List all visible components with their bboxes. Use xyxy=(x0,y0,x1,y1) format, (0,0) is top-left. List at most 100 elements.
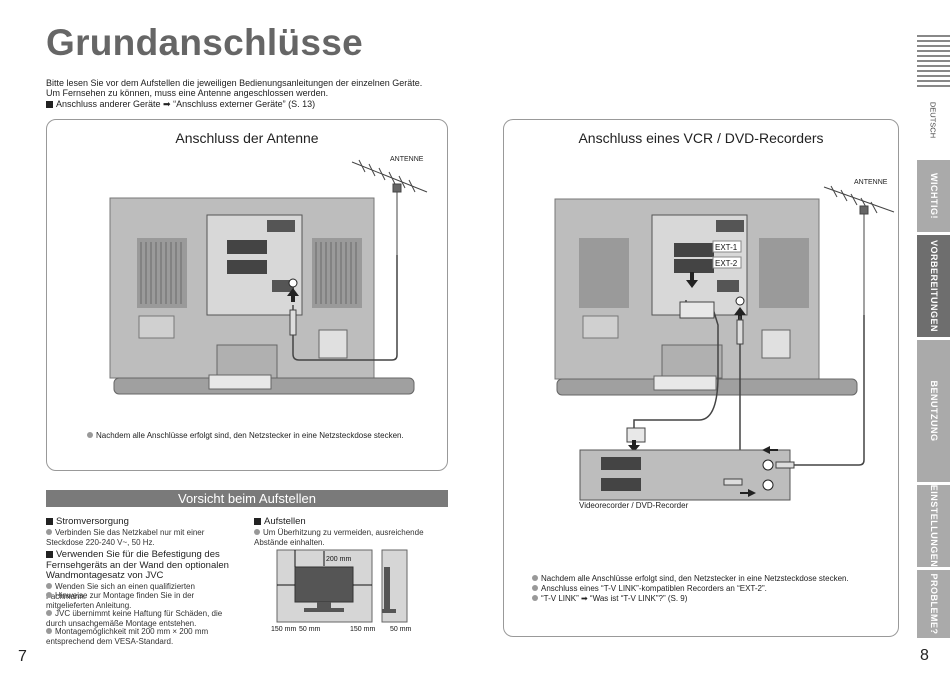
arrow-down-icon xyxy=(628,440,640,452)
mount-item-4-text: Montagemöglichkeit mit 200 mm × 200 mm e… xyxy=(46,627,209,646)
page-number-left: 7 xyxy=(18,648,27,665)
antenna-note-text: Nachdem alle Anschlüsse erfolgt sind, de… xyxy=(96,431,404,440)
vcr-panel-title: Anschluss eines VCR / DVD-Recorders xyxy=(578,130,824,146)
dim-right-1: 150 mm xyxy=(350,626,375,633)
vcr-note-1-text: Nachdem alle Anschlüsse erfolgt sind, de… xyxy=(541,574,849,583)
bullet-icon xyxy=(46,592,52,598)
tv-back-icon xyxy=(109,197,415,395)
ext2-label-box xyxy=(712,256,742,269)
tab-vorbereitungen[interactable]: VORBEREITUNGEN xyxy=(917,235,950,337)
tv-side-icon xyxy=(384,567,390,609)
power-item: Verbinden Sie das Netzkabel nur mit eine… xyxy=(46,528,226,547)
antenna-to-recorder-cable xyxy=(794,315,865,466)
mount-item-2-text: Hinweise zur Montage finden Sie in der m… xyxy=(46,591,195,610)
tab-wichtig-label: WICHTIG! xyxy=(928,173,939,219)
coax-plug-icon xyxy=(723,478,743,486)
antenna-plug-icon xyxy=(289,309,297,336)
intro-line-3: Anschluss anderer Geräte ➡ “Anschluss ex… xyxy=(46,99,315,110)
setup-heading-text: Aufstellen xyxy=(264,516,306,527)
tab-benutzung[interactable]: BENUTZUNG xyxy=(917,340,950,482)
tab-einstellungen[interactable]: EINSTELLUNGEN xyxy=(917,485,950,567)
bullet-icon xyxy=(532,575,538,581)
antenna-socket-icon xyxy=(288,278,298,288)
sidebar-tabs: WICHTIG! VORBEREITUNGEN BENUTZUNG EINSTE… xyxy=(917,160,950,638)
vcr-antenna-label: ANTENNE xyxy=(854,179,888,186)
tv-front-icon xyxy=(294,566,354,603)
bullet-icon xyxy=(254,529,260,535)
vcr-diagram: ANTENNE EXT-1 EXT-2 xyxy=(554,179,895,501)
ext1-label-box xyxy=(712,240,742,253)
arrow-left-icon xyxy=(762,446,778,454)
bullet-icon xyxy=(87,432,93,438)
vcr-note-1: Nachdem alle Anschlüsse erfolgt sind, de… xyxy=(532,574,849,583)
vcr-note-3: “T-V LINK” ➡ “Was ist “T-V LINK”?” (S. 9… xyxy=(532,594,687,603)
antenna-socket-icon xyxy=(735,296,745,306)
tab-vorbereitungen-label: VORBEREITUNGEN xyxy=(928,239,939,333)
clearance-diagram: 200 mm 150 mm 50 mm 150 mm 50 mm xyxy=(271,549,412,633)
mount-item-3-text: JVC übernimmt keine Haftung für Schäden,… xyxy=(46,609,223,628)
tab-probleme-label: PROBLEME? xyxy=(928,573,939,635)
vcr-note-2-text: Anschluss eines “T-V LINK”-kompatiblen R… xyxy=(541,584,767,593)
antenna-cable xyxy=(292,255,398,361)
antenna-panel: Anschluss der Antenne ANTENNE xyxy=(46,119,448,471)
mount-item-1-text: Wenden Sie sich an einen qualifizierten … xyxy=(46,582,195,601)
bullet-icon xyxy=(532,595,538,601)
dim-left-1: 150 mm xyxy=(271,626,296,633)
antenna-icon xyxy=(823,185,895,315)
tv-back-icon xyxy=(554,198,858,396)
page-number-right: 8 xyxy=(920,647,929,664)
setup-heading: Aufstellen xyxy=(254,516,306,527)
mount-item-1: Wenden Sie sich an einen qualifizierten … xyxy=(46,582,236,601)
coax-plug-icon xyxy=(775,461,795,469)
square-bullet-icon xyxy=(46,101,53,108)
arrow-up-icon xyxy=(686,272,698,288)
square-bullet-icon xyxy=(254,518,261,525)
arrow-up-icon xyxy=(734,307,746,321)
tab-wichtig[interactable]: WICHTIG! xyxy=(917,160,950,232)
scart-cable xyxy=(633,300,719,432)
dim-top: 200 mm xyxy=(326,556,351,563)
ext2-label: EXT-2 xyxy=(715,259,738,268)
tab-probleme[interactable]: PROBLEME? xyxy=(917,570,950,638)
dim-right-2: 50 mm xyxy=(390,626,412,633)
sidebar-stripes xyxy=(917,35,950,95)
antenna-panel-title: Anschluss der Antenne xyxy=(175,130,319,146)
intro-line-3-text: Anschluss anderer Geräte ➡ “Anschluss ex… xyxy=(56,99,316,109)
setup-item: Um Überhitzung zu vermeiden, ausreichend… xyxy=(254,528,444,547)
caution-title-bar: Vorsicht beim Aufstellen xyxy=(46,490,448,507)
mount-item-4: Montagemöglichkeit mit 200 mm × 200 mm e… xyxy=(46,627,221,646)
recorder-icon xyxy=(579,449,791,501)
arrow-up-icon xyxy=(287,288,299,302)
page-title: Grundanschlüsse xyxy=(46,22,364,63)
mount-heading: Verwenden Sie für die Befestigung des Fe… xyxy=(46,549,241,582)
mount-heading-text: Verwenden Sie für die Befestigung des Fe… xyxy=(46,549,229,581)
mount-item-3: JVC übernimmt keine Haftung für Schäden,… xyxy=(46,609,226,628)
antenna-note: Nachdem alle Anschlüsse erfolgt sind, de… xyxy=(87,431,404,440)
bullet-icon xyxy=(532,585,538,591)
antenna-label: ANTENNE xyxy=(390,156,424,163)
language-label: DEUTSCH xyxy=(918,90,948,150)
bullet-icon xyxy=(46,610,52,616)
antenna-diagram: ANTENNE xyxy=(109,156,428,395)
power-item-text: Verbinden Sie das Netzkabel nur mit eine… xyxy=(46,528,205,547)
language-label-text: DEUTSCH xyxy=(928,101,938,139)
vcr-note-3-text: “T-V LINK” ➡ “Was ist “T-V LINK”?” (S. 9… xyxy=(541,594,688,603)
dim-left-2: 50 mm xyxy=(299,626,321,633)
bullet-icon xyxy=(46,529,52,535)
intro-line-1: Bitte lesen Sie vor dem Aufstellen die j… xyxy=(46,78,423,88)
bullet-icon xyxy=(46,583,52,589)
scart-plug-icon xyxy=(626,427,646,443)
square-bullet-icon xyxy=(46,518,53,525)
tab-einstellungen-label: EINSTELLUNGEN xyxy=(928,484,939,568)
mount-item-2: Hinweise zur Montage finden Sie in der m… xyxy=(46,591,206,610)
recorder-label: Videorecorder / DVD-Recorder xyxy=(579,501,689,510)
scart-plug-icon xyxy=(679,301,715,319)
ext1-label: EXT-1 xyxy=(715,243,738,252)
coax-plug-icon xyxy=(736,319,744,345)
power-heading-text: Stromversorgung xyxy=(56,516,129,527)
arrow-right-icon xyxy=(740,489,756,497)
vcr-note-2: Anschluss eines “T-V LINK”-kompatiblen R… xyxy=(532,584,767,593)
antenna-icon xyxy=(351,159,428,255)
power-heading: Stromversorgung xyxy=(46,516,129,527)
tab-benutzung-label: BENUTZUNG xyxy=(928,380,939,442)
